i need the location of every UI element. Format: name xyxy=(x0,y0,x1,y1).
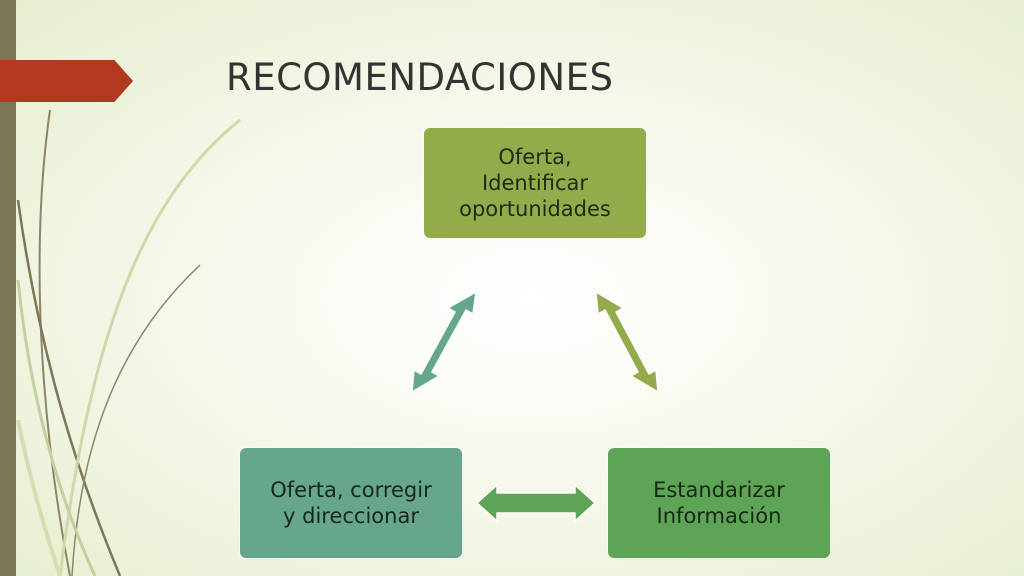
node-label-left: Oferta, corregir y direccionar xyxy=(270,477,432,528)
node-label-top: Oferta, Identificar oportunidades xyxy=(459,144,611,222)
title-flag xyxy=(0,60,133,102)
node-oferta-identificar: Oferta, Identificar oportunidades xyxy=(424,128,646,238)
node-oferta-corregir: Oferta, corregir y direccionar xyxy=(240,448,462,558)
arrow-top-right xyxy=(595,291,659,393)
slide-title: RECOMENDACIONES xyxy=(226,56,614,99)
node-label-right: Estandarizar Información xyxy=(653,477,785,528)
left-side-strip xyxy=(0,0,16,576)
arrow-left-right xyxy=(476,484,596,522)
node-estandarizar-informacion: Estandarizar Información xyxy=(608,448,830,558)
arrow-top-left xyxy=(411,291,477,393)
